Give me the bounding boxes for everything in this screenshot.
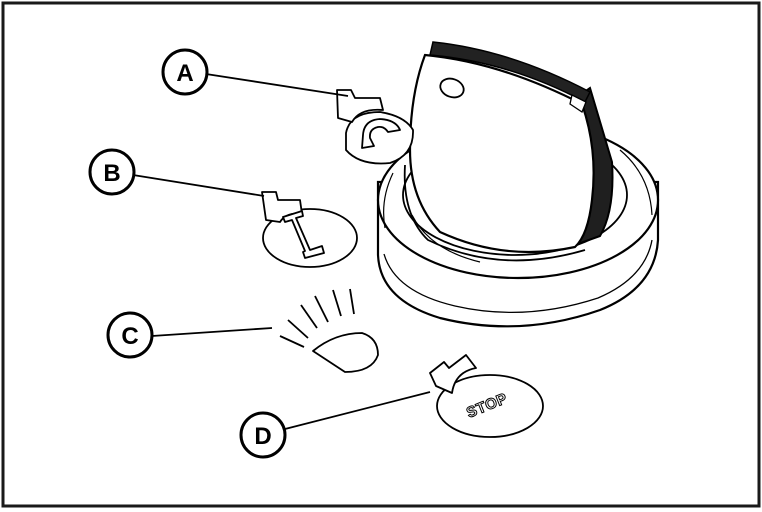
callout-c: C: [108, 313, 152, 357]
callout-c-letter: C: [121, 323, 138, 350]
callout-d: D: [241, 413, 285, 457]
callout-d-letter: D: [254, 423, 271, 450]
callout-b-letter: B: [103, 160, 120, 187]
callout-a: A: [163, 50, 207, 94]
callout-b: B: [90, 150, 134, 194]
callout-a-letter: A: [176, 60, 193, 87]
